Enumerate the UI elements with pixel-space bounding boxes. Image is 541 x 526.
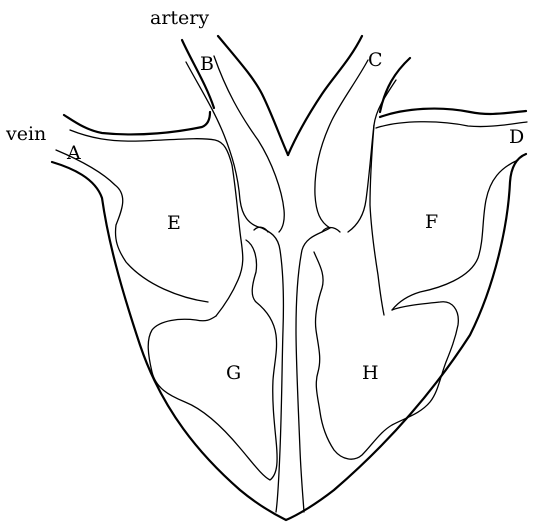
label-e: E	[167, 212, 181, 234]
septum-right	[296, 228, 330, 512]
label-d: D	[509, 126, 524, 148]
chamber-h-wall	[314, 252, 458, 459]
artery-c-left-inner	[315, 60, 368, 228]
label-h: H	[362, 362, 379, 384]
vein-d-inner-wall	[376, 122, 527, 128]
septum-left	[262, 228, 283, 512]
label-a: A	[66, 142, 81, 164]
label-f: F	[425, 211, 438, 233]
vein-a-upper-inner	[70, 130, 232, 165]
artery-c-right-outer	[380, 58, 410, 112]
label-b: B	[200, 53, 214, 75]
label-artery: artery	[150, 7, 209, 29]
label-c: C	[368, 49, 383, 71]
vein-d-upper-wall	[380, 109, 526, 117]
label-g: G	[226, 362, 241, 384]
label-vein: vein	[5, 123, 46, 145]
chamber-f-wall	[370, 125, 384, 315]
artery-b-right-inner	[214, 56, 284, 232]
chamber-g-wall	[148, 240, 277, 480]
vein-d-lower-wall	[392, 160, 518, 310]
vein-a-upper-wall	[64, 112, 210, 134]
artery-b-right-outer	[218, 36, 288, 155]
